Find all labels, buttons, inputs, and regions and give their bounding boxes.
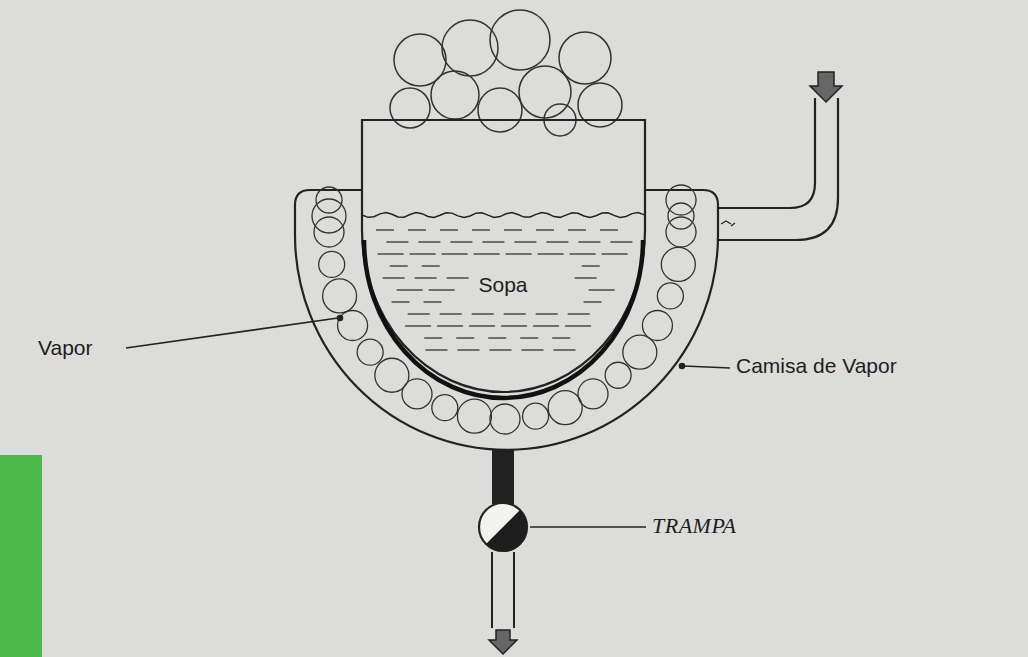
inlet-arrow (810, 72, 842, 102)
steam-jacket (295, 98, 838, 450)
jacket-label: Camisa de Vapor (736, 354, 897, 377)
trap-label: TRAMPA (652, 514, 736, 538)
drain-and-trap (479, 450, 527, 654)
vapour-clouds (390, 10, 622, 136)
leader-lines (126, 316, 730, 528)
kettle-outline (362, 120, 645, 392)
kettle-vessel: Sopa (362, 120, 645, 392)
steam-label: Vapor (38, 336, 92, 359)
contents-label: Sopa (475, 273, 530, 296)
green-bar (0, 455, 42, 657)
steam-clouds (312, 185, 696, 434)
